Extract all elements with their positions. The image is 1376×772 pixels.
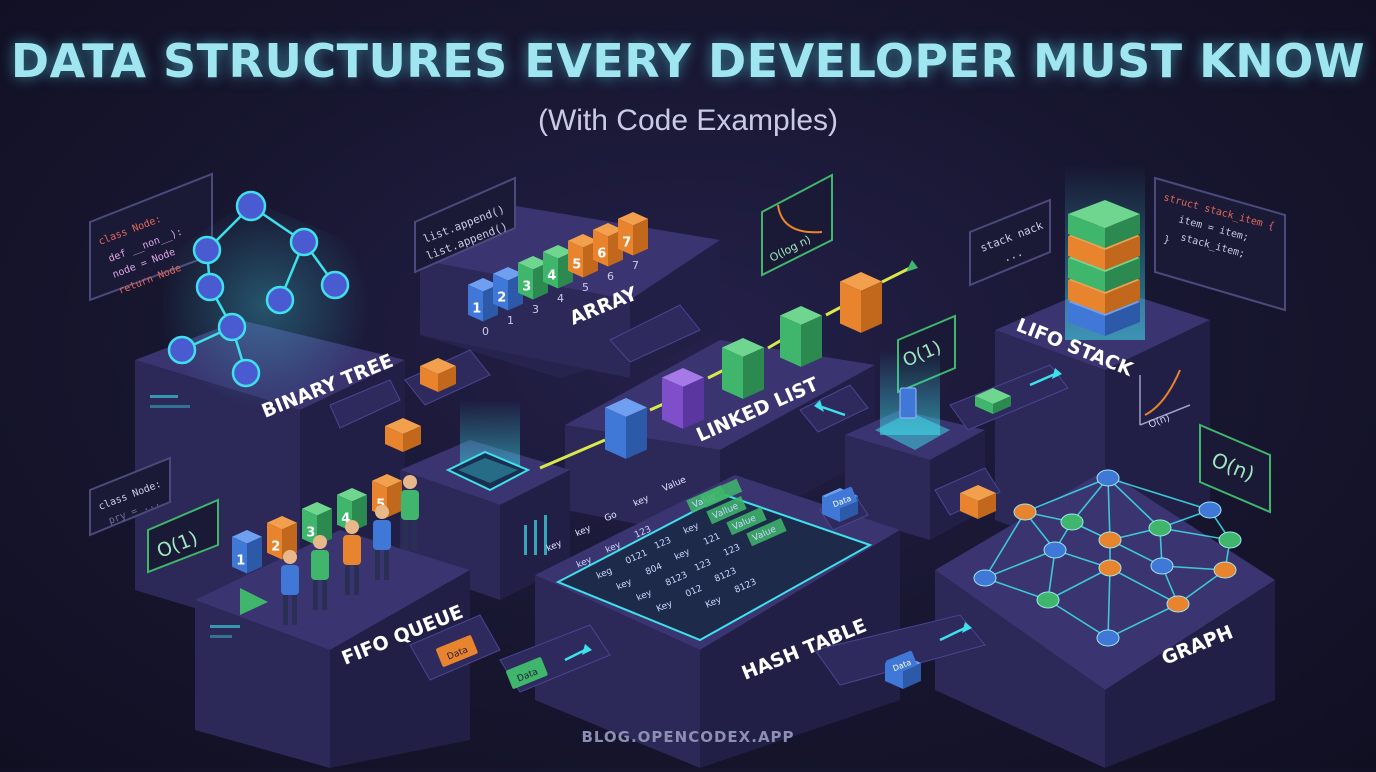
array-cell: 7 — [618, 212, 648, 256]
data-chip-pad — [875, 350, 950, 450]
play-arrow-icon — [240, 588, 268, 615]
array-index: 7 — [632, 259, 639, 272]
page-title: DATA STRUCTURES EVERY DEVELOPER MUST KNO… — [10, 34, 1366, 88]
graph-node — [1150, 557, 1174, 575]
person-icon — [281, 550, 299, 625]
arrow-heads — [582, 368, 1062, 655]
linear-curve-icon — [1144, 369, 1181, 416]
hologram-pad — [445, 400, 531, 492]
queue-cell: 2 — [267, 516, 297, 560]
linked-list-node — [605, 398, 647, 459]
person-icon — [311, 535, 329, 610]
queue-cells: 1 2 3 4 5 — [232, 474, 402, 574]
code-panel-queue: class Node: pry = ... — [89, 456, 171, 537]
graph-node — [1096, 629, 1120, 647]
file-chip-icon — [899, 387, 917, 419]
fifo-queue-platform — [195, 530, 470, 768]
graph-network — [973, 469, 1242, 647]
graph-node — [1060, 513, 1084, 531]
footer-site: BLOG.OPENCODEX.APP — [581, 728, 795, 746]
array-cell-label: 3 — [522, 280, 531, 295]
person-icon — [401, 475, 419, 550]
array-indices: 0 1 3 4 5 6 7 — [482, 259, 639, 338]
page-subtitle: (With Code Examples) — [537, 104, 839, 137]
array-index: 0 — [482, 325, 489, 338]
hash-header-cell: Go — [603, 510, 619, 524]
queue-people — [281, 475, 419, 625]
hash-table-grid — [555, 493, 873, 642]
tree-node — [265, 285, 295, 315]
queue-cell-label: 5 — [376, 498, 385, 513]
array-cell: 4 — [543, 245, 573, 289]
array-cell-label: 1 — [472, 302, 481, 317]
queue-cell-label: 1 — [236, 554, 245, 569]
tree-node — [195, 272, 225, 302]
graph-node — [1096, 469, 1120, 487]
code-struct-line-3: } — [1162, 234, 1171, 246]
graph-node — [1148, 519, 1172, 537]
graph-node — [1043, 541, 1067, 559]
graph-node — [1013, 503, 1037, 521]
array-cell-label: 6 — [597, 247, 606, 262]
array-cell: 3 — [518, 256, 548, 300]
graph-node — [1036, 591, 1060, 609]
graph-node — [1213, 561, 1237, 579]
graph-node — [1166, 595, 1190, 613]
tree-node — [289, 227, 319, 257]
graph-node — [1218, 531, 1242, 549]
array-index: 5 — [582, 281, 589, 294]
linked-list-node — [722, 338, 764, 399]
array-index: 6 — [607, 270, 614, 283]
queue-cell: 1 — [232, 530, 262, 574]
queue-cell-label: 3 — [306, 526, 315, 541]
graph-node — [1098, 559, 1122, 577]
queue-cell-label: 4 — [341, 512, 350, 527]
queue-cell-label: 2 — [271, 540, 280, 555]
array-index: 4 — [557, 292, 564, 305]
array-index: 1 — [507, 314, 514, 327]
hash-header-cell: key — [574, 523, 593, 539]
linked-list-node — [662, 368, 704, 429]
array-cells: 1 2 3 4 5 6 7 — [468, 212, 648, 322]
linked-list-node — [840, 272, 882, 333]
graph-node — [1198, 501, 1222, 519]
linked-list-node — [780, 306, 822, 367]
graph-node — [1098, 531, 1122, 549]
tree-node — [320, 270, 350, 300]
stack-block — [1068, 200, 1140, 248]
array-cell-label: 5 — [572, 258, 581, 273]
tree-node — [217, 312, 247, 342]
complexity-panel-o1-left: O(1) — [147, 498, 219, 574]
stack-blocks — [1068, 200, 1140, 336]
code-panel-stack: stack nack ... — [969, 198, 1051, 287]
tree-node — [192, 235, 222, 265]
tree-node — [167, 335, 197, 365]
complexity-panel-log-n: O(log n) — [761, 173, 833, 277]
array-index: 3 — [532, 303, 539, 316]
array-cell-label: 4 — [547, 269, 556, 284]
graph-platform — [935, 470, 1275, 768]
flow-arrows — [564, 372, 1056, 662]
tree-node — [231, 358, 261, 388]
tree-node-root — [235, 190, 267, 222]
person-icon — [373, 505, 391, 580]
log-curve-icon — [777, 204, 823, 234]
loose-cubes — [385, 358, 1011, 689]
array-cell-label: 2 — [497, 291, 506, 306]
person-icon — [343, 520, 361, 595]
array-cell-label: 7 — [622, 236, 631, 251]
code-panel-struct: struct stack_item { item = item; stack_i… — [1154, 176, 1286, 312]
graph-node — [973, 569, 997, 587]
binary-tree-hologram — [160, 190, 370, 410]
linked-list-nodes — [605, 272, 882, 459]
complexity-panel-on-graph: O(n) — [1199, 423, 1271, 514]
